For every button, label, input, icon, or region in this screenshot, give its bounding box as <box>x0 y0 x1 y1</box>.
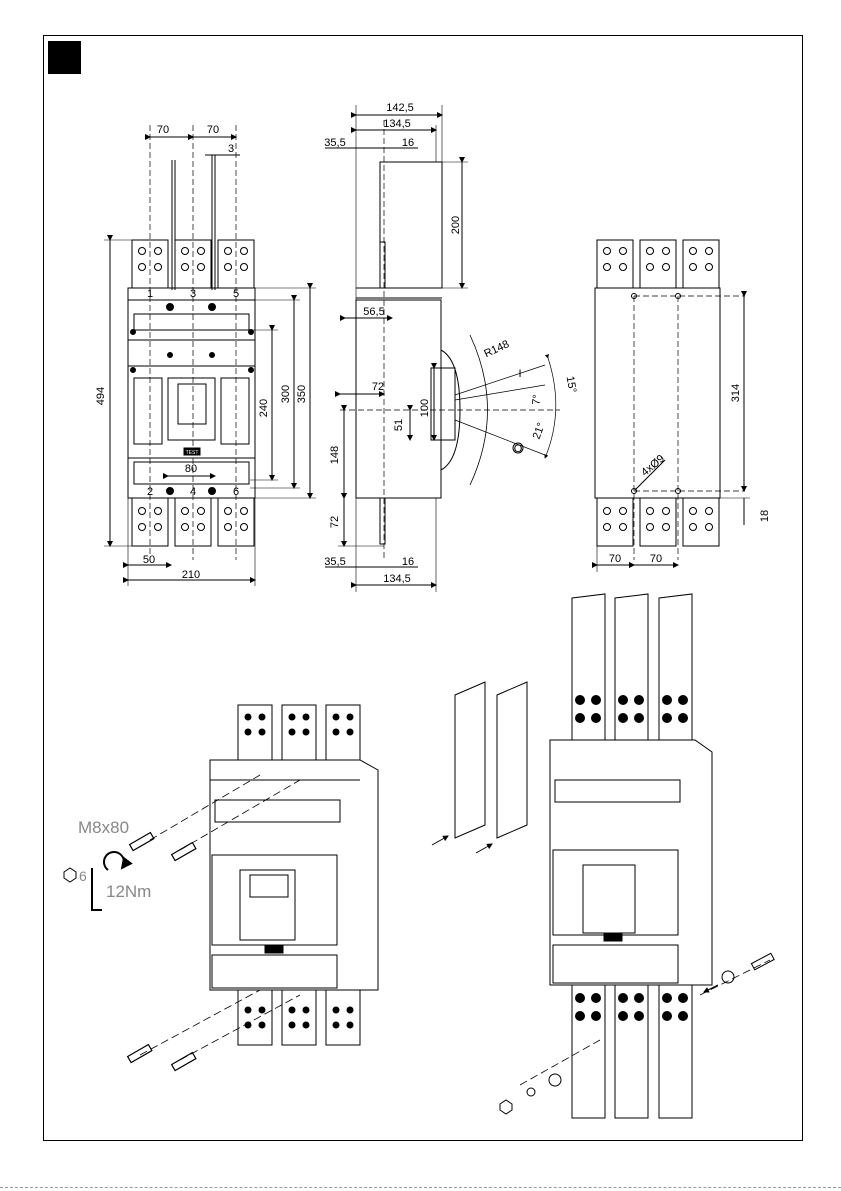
dim-top-pitch-right: 70 <box>207 124 219 136</box>
dim-bottom-bar-length: 72 <box>329 516 341 528</box>
terminal-label-4: 4 <box>190 486 196 498</box>
terminal-label-3: 3 <box>190 288 196 300</box>
dim-hole-height: 314 <box>730 384 742 402</box>
terminal-label-5: 5 <box>233 288 239 300</box>
dim-handle-offset: 72 <box>372 381 384 393</box>
symbol-off: O <box>514 443 523 455</box>
dim-bar-offset: 16 <box>402 137 414 149</box>
dim-bottom-front-offset: 35,5 <box>324 556 345 568</box>
dim-top-bar-length: 200 <box>450 216 462 234</box>
screw-label: M8x80 <box>78 818 129 837</box>
dim-bar-thickness: 3 <box>228 143 234 155</box>
hex-label: 6 <box>79 868 87 884</box>
dim-pitch-left: 70 <box>609 553 621 565</box>
dim-top-pitch-left: 70 <box>157 124 169 136</box>
dim-bottom-bar-offset: 16 <box>402 556 414 568</box>
dim-angle-on: 15° <box>564 375 579 393</box>
dim-pitch-right: 70 <box>650 553 662 565</box>
dim-fixing-height: 350 <box>296 385 308 403</box>
dim-hole-spec: 4xØ9 <box>639 453 667 479</box>
dim-handle-center: 51 <box>393 419 405 431</box>
dim-bottom-offset: 18 <box>759 510 771 522</box>
side-view <box>325 105 560 592</box>
dim-lower-height: 148 <box>329 446 341 464</box>
dim-angle-off: 21° <box>531 421 548 441</box>
page-bottom-rule <box>0 1187 841 1188</box>
dim-handle-travel: 100 <box>419 399 431 417</box>
dim-front-offset: 35,5 <box>324 137 345 149</box>
dim-angle-mid: 7° <box>531 394 544 406</box>
dim-depth-body: 134,5 <box>383 118 411 130</box>
test-label: TEST <box>186 450 199 456</box>
dim-terminal-depth: 56,5 <box>363 306 384 318</box>
iso-breaker-right <box>432 594 774 1118</box>
dim-bottom-pitch: 50 <box>143 554 155 566</box>
terminal-label-6: 6 <box>233 486 239 498</box>
dim-depth-total: 142,5 <box>386 102 414 114</box>
terminal-label-2: 2 <box>147 486 153 498</box>
dim-overall-height: 494 <box>95 387 107 405</box>
terminal-label-1: 1 <box>147 288 153 300</box>
dim-handle-zone: 240 <box>258 399 270 417</box>
dim-overall-width: 210 <box>182 569 200 581</box>
front-view <box>104 125 316 586</box>
rear-view <box>595 240 750 572</box>
dim-body-height: 300 <box>280 385 292 403</box>
dim-bottom-depth: 134,5 <box>383 573 411 585</box>
dim-radius: R148 <box>482 338 511 360</box>
symbol-on: I <box>518 368 521 380</box>
dim-handle-width: 80 <box>185 463 197 475</box>
torque-label: 12Nm <box>106 882 151 901</box>
